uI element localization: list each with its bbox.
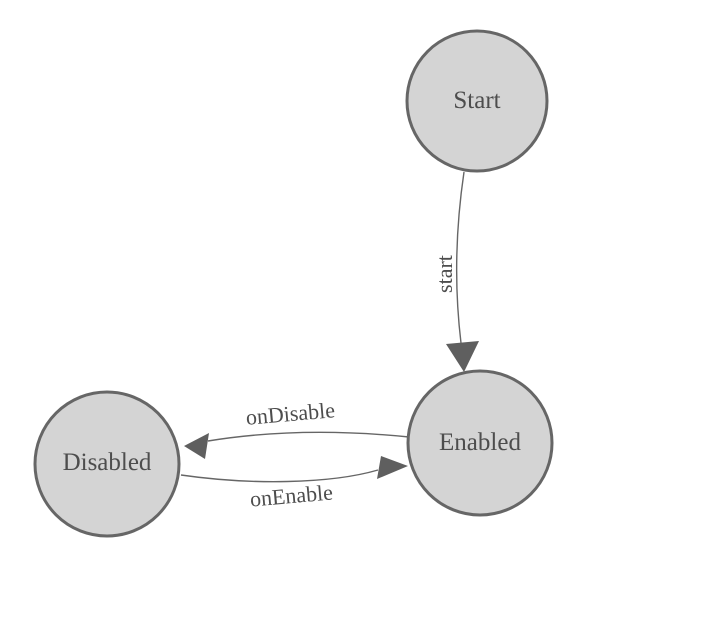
edge-start-to-enabled: start (432, 171, 479, 372)
state-label-start: Start (453, 87, 500, 114)
state-node-start[interactable]: Start (405, 29, 549, 173)
state-circle-start[interactable] (405, 29, 549, 173)
state-node-enabled[interactable]: Enabled (406, 369, 554, 517)
edge-enabled-to-disabled: onDisable (184, 397, 410, 459)
arrowhead-into-enabled-top (446, 341, 479, 372)
state-node-disabled[interactable]: Disabled (33, 390, 181, 538)
state-label-enabled: Enabled (439, 429, 521, 456)
arrowhead-into-disabled-right (184, 433, 209, 459)
state-circle-disabled[interactable] (33, 390, 181, 538)
edge-label-ondisable: onDisable (245, 397, 336, 430)
edge-curve-start-to-enabled (455, 171, 465, 344)
edge-curve-enabled-to-disabled (207, 431, 410, 442)
state-label-disabled: Disabled (63, 449, 152, 476)
state-circle-enabled[interactable] (406, 369, 554, 517)
edge-curve-disabled-to-enabled (180, 469, 379, 483)
edge-label-onenable: onEnable (249, 479, 334, 511)
edge-disabled-to-enabled: onEnable (180, 456, 408, 512)
edge-label-start: start (432, 255, 457, 293)
arrowhead-into-enabled-left (377, 456, 408, 479)
